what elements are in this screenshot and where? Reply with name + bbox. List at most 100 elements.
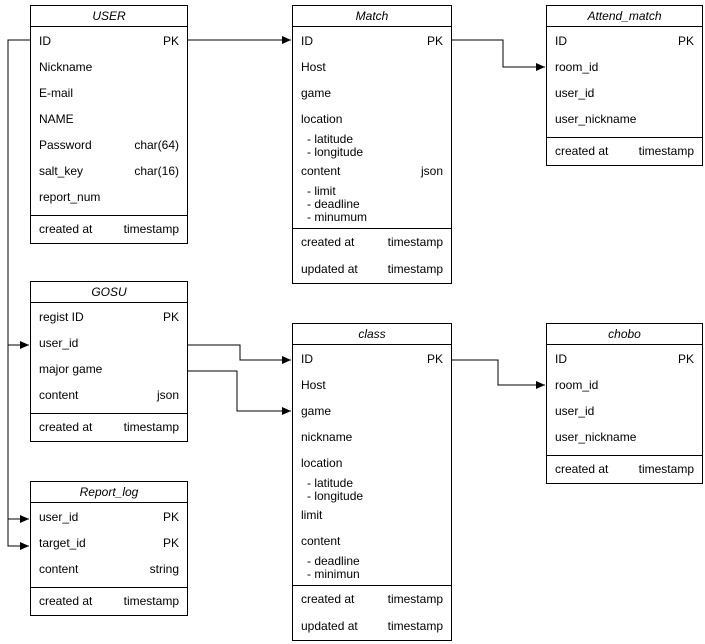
field-row-host: Host xyxy=(293,373,451,399)
field-type: json xyxy=(420,164,443,179)
field-row-user-nickname: user_nickname xyxy=(547,107,702,133)
entity-title-attend-match: Attend_match xyxy=(547,6,702,27)
entity-fields: ID PK room_id user_id user_nickname xyxy=(547,27,702,137)
field-type: PK xyxy=(426,352,443,367)
field-name: Password xyxy=(39,138,92,153)
field-name: user_id xyxy=(555,86,595,101)
connector-user-id-to-report-log-target-id[interactable] xyxy=(7,519,29,550)
field-name: user_id xyxy=(39,336,79,351)
field-name: ID xyxy=(301,34,313,49)
field-sub-item: - deadline xyxy=(307,197,360,211)
field-row-game: game xyxy=(293,81,451,107)
field-row-id: ID PK xyxy=(547,29,702,55)
field-name: limit xyxy=(301,508,323,523)
field-name: major game xyxy=(39,362,103,377)
field-row-game: game xyxy=(293,399,451,425)
field-name: Nickname xyxy=(39,60,93,75)
field-name: report_num xyxy=(39,190,101,205)
connector-user-id-to-report-log-user-id[interactable] xyxy=(7,345,29,523)
field-type: timestamp xyxy=(123,419,179,434)
connector-gosu-major-game-to-class-game[interactable] xyxy=(188,370,291,415)
field-row-limit: limit xyxy=(293,503,451,529)
field-name: content xyxy=(301,164,341,179)
field-row-e-mail: E-mail xyxy=(31,81,187,107)
connector-class-id-to-chobo-room-id[interactable] xyxy=(452,359,545,389)
field-name: ID xyxy=(39,34,51,49)
field-name: created at xyxy=(39,593,93,608)
field-name: game xyxy=(301,86,332,101)
connector-user-id-to-gosu-user-id[interactable] xyxy=(7,39,30,349)
field-name: E-mail xyxy=(39,86,74,101)
field-name: content xyxy=(39,388,79,403)
field-sub-item: - longitude xyxy=(307,489,364,503)
field-sub-item: - deadline xyxy=(307,554,360,568)
field-row-room-id: room_id xyxy=(547,373,702,399)
entity-footer: created at timestamp xyxy=(547,455,702,483)
entity-title-gosu: GOSU xyxy=(31,282,187,303)
field-sub-item: - minumum xyxy=(307,210,368,224)
field-name: location xyxy=(301,456,343,471)
field-name: ID xyxy=(301,352,313,367)
field-row-room-id: room_id xyxy=(547,55,702,81)
entity-title-class: class xyxy=(293,324,451,345)
field-name: nickname xyxy=(301,430,353,445)
field-name: user_nickname xyxy=(555,112,637,127)
connector-match-id-to-attend-match-room-id[interactable] xyxy=(452,39,545,71)
field-name: room_id xyxy=(555,378,599,393)
field-name: updated at xyxy=(301,618,358,633)
field-name: user_id xyxy=(555,404,595,419)
field-name: regist ID xyxy=(39,310,84,325)
connector-gosu-user-id-to-class-id[interactable] xyxy=(188,344,291,364)
field-name: ID xyxy=(555,352,567,367)
field-type: PK xyxy=(162,34,179,49)
footer-row-created-at: created at timestamp xyxy=(547,456,702,483)
field-name: created at xyxy=(555,461,609,476)
field-name: ID xyxy=(555,34,567,49)
entity-title-match: Match xyxy=(293,6,451,27)
field-name: created at xyxy=(39,221,93,236)
field-name: content xyxy=(301,534,341,549)
field-name: created at xyxy=(39,419,93,434)
field-type: PK xyxy=(677,34,694,49)
field-sub-item: - longitude xyxy=(307,145,364,159)
field-type: timestamp xyxy=(638,461,694,476)
field-name: updated at xyxy=(301,261,358,276)
field-name: location xyxy=(301,112,343,127)
field-type: PK xyxy=(162,310,179,325)
field-row-user-id: user_id xyxy=(547,81,702,107)
field-row-password: Password char(64) xyxy=(31,133,187,159)
field-sub-item: - limit xyxy=(307,184,336,198)
field-type: char(64) xyxy=(134,138,179,153)
entity-footer: created at timestamp xyxy=(31,413,187,441)
field-row-name: NAME xyxy=(31,107,187,133)
field-row-nickname: Nickname xyxy=(31,55,187,81)
field-row-user-id: user_id xyxy=(31,331,187,357)
field-name: room_id xyxy=(555,60,599,75)
field-row-content: content- deadline- minimun xyxy=(293,529,451,581)
field-row-location: location- latitude- longitude xyxy=(293,107,451,159)
field-name: target_id xyxy=(39,536,86,551)
field-row-user-nickname: user_nickname xyxy=(547,425,702,451)
